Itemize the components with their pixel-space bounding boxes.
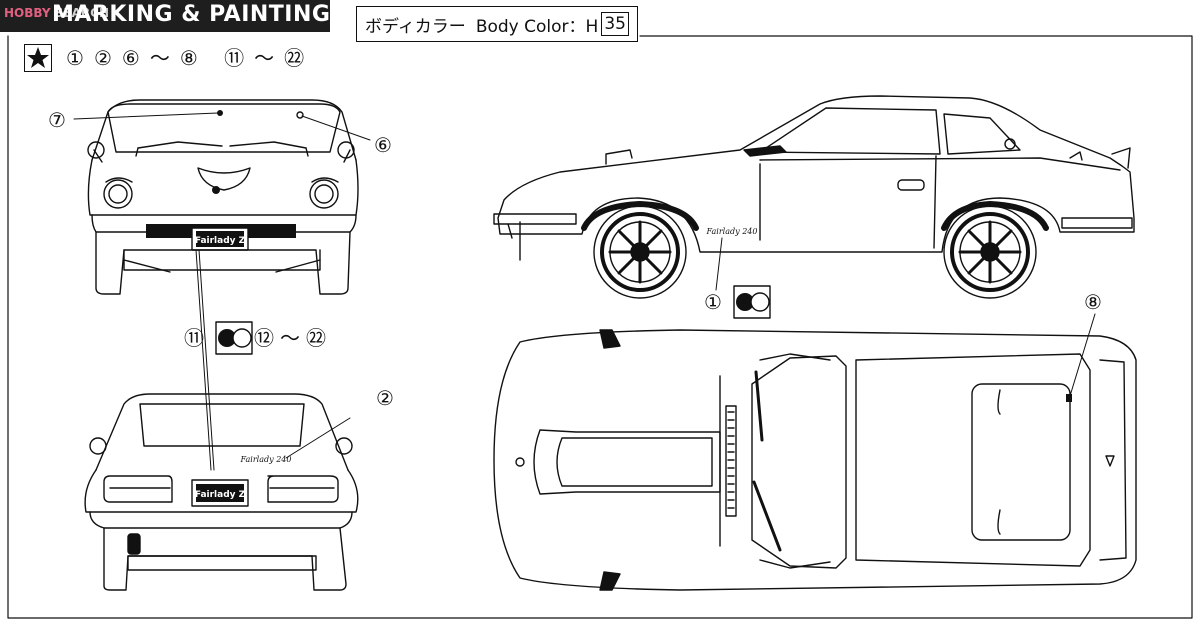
header-title: MARKING & PAINTING	[52, 2, 331, 27]
paint-spec-plates	[215, 321, 253, 355]
rear-view	[84, 249, 359, 591]
decal-number: ⑧	[179, 46, 198, 70]
decal-number: ㉒	[284, 46, 305, 70]
callout-top-plate: ⑧	[1084, 290, 1102, 314]
callout-front-right: ⑥	[374, 133, 392, 157]
body-color-box: ボディカラー Body Color：H 35	[356, 6, 638, 42]
side-view	[493, 95, 1135, 299]
callout-plates-start: ⑪	[184, 326, 204, 350]
body-color-code: 35	[601, 12, 629, 36]
body-color-label-en: Body Color：H	[475, 16, 599, 37]
watermark-suffix: SEARCH	[54, 6, 109, 20]
callout-front-left: ⑦	[48, 108, 66, 132]
decal-number: ⑥	[121, 46, 140, 70]
watermark-prefix: HOBBY	[4, 6, 51, 20]
side-emblem-text: Fairlady 240	[706, 227, 758, 236]
front-plate-text: Fairlady Z	[195, 236, 246, 246]
paint-spec-side	[733, 285, 771, 319]
rear-plate-text: Fairlady Z	[195, 490, 246, 500]
decal-star-icon	[24, 44, 52, 72]
decal-number: ⑪	[224, 46, 245, 70]
sheet-frame	[7, 35, 1193, 619]
front-wheel	[593, 205, 687, 299]
callout-plates-end: ⑫	[254, 326, 274, 350]
decal-number: ②	[93, 46, 112, 70]
rear-wheel	[943, 205, 1037, 299]
header-bar: HOBBY SEARCH MARKING & PAINTING	[0, 0, 330, 32]
decal-range-tilde: 〜	[149, 46, 170, 70]
watermark: HOBBY SEARCH	[4, 6, 109, 20]
callout-plates-last: ㉒	[306, 326, 326, 350]
body-color-label-jp: ボディカラー	[365, 16, 466, 37]
top-view	[493, 313, 1137, 591]
front-view	[73, 99, 371, 295]
decal-number: ①	[66, 46, 84, 70]
decal-range-tilde: 〜	[254, 46, 275, 70]
callout-rear-logo: ②	[376, 386, 394, 410]
callout-plates-tilde: 〜	[280, 326, 300, 350]
rear-emblem-text: Fairlady 240	[240, 455, 292, 464]
callout-side-stripe: ①	[704, 290, 722, 314]
